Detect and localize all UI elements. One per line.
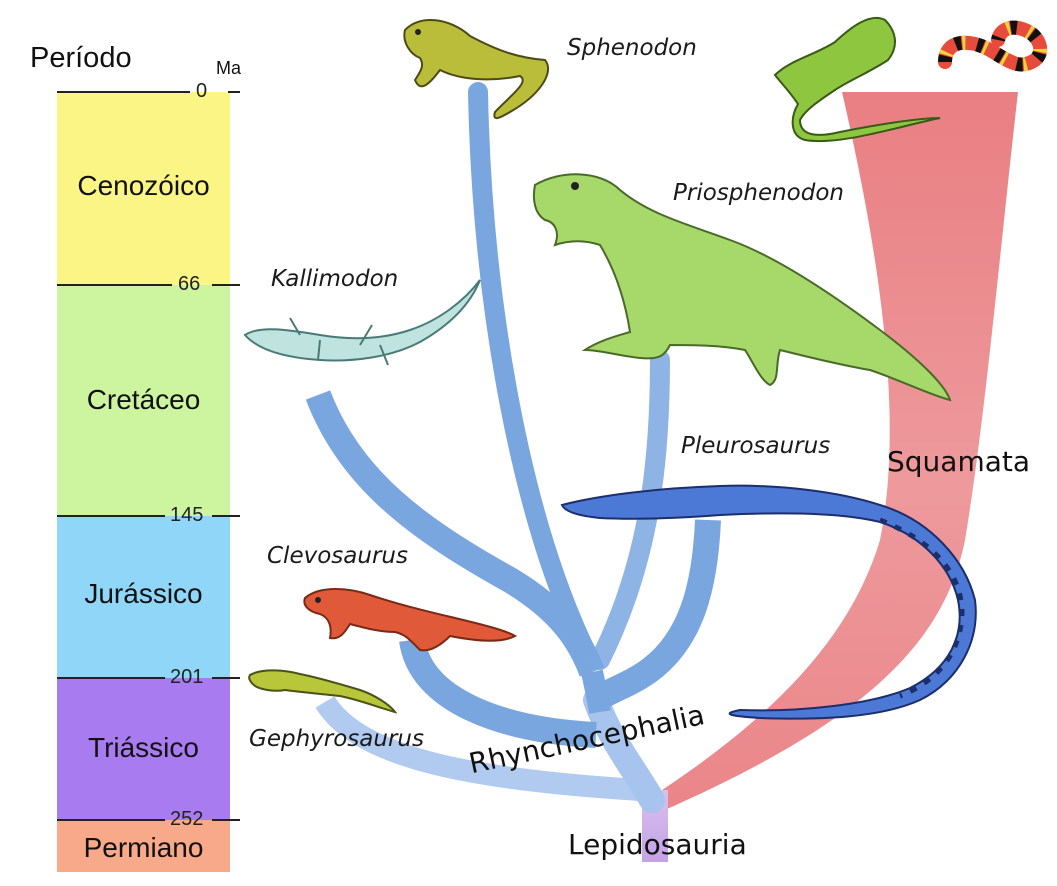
- clade-label-squamata: Squamata: [887, 445, 1030, 478]
- taxon-label-kallimodon: Kallimodon: [271, 266, 398, 292]
- tick-label-252: 252: [170, 808, 203, 831]
- timescale-unit: Ma: [216, 58, 241, 79]
- tick-label-66: 66: [178, 273, 200, 296]
- clade-label-lepidosauria: Lepidosauria: [568, 828, 747, 861]
- clevosaurus-illustration: [304, 589, 515, 650]
- kallimodon-illustration: [245, 280, 480, 365]
- taxon-label-sphenodon: Sphenodon: [567, 35, 697, 61]
- period-label-jurassic: Jurássico: [57, 578, 230, 610]
- taxon-label-gephyrosaurus: Gephyrosaurus: [249, 726, 424, 752]
- gephyrosaurus-illustration: [249, 670, 395, 712]
- tick-label-0: 0: [196, 80, 207, 103]
- taxon-label-priosphenodon: Priosphenodon: [673, 180, 844, 206]
- timescale-header: Período: [30, 42, 132, 75]
- iguana-illustration: [775, 18, 940, 141]
- pleurosaurus-illustration: [562, 486, 976, 719]
- period-label-triassic: Triássico: [57, 732, 230, 764]
- period-label-cenozoic: Cenozóico: [57, 170, 230, 202]
- tick-label-145: 145: [170, 504, 203, 527]
- period-label-cretaceous: Cretáceo: [57, 384, 230, 416]
- period-label-permian: Permiano: [57, 832, 230, 864]
- taxon-label-pleurosaurus: Pleurosaurus: [681, 433, 830, 459]
- priosphenodon-illustration: [534, 174, 950, 400]
- taxon-label-clevosaurus: Clevosaurus: [267, 543, 408, 569]
- tick-label-201: 201: [170, 666, 203, 689]
- coral-snake-illustration: [945, 28, 1040, 65]
- sphenodon-illustration: [404, 20, 548, 118]
